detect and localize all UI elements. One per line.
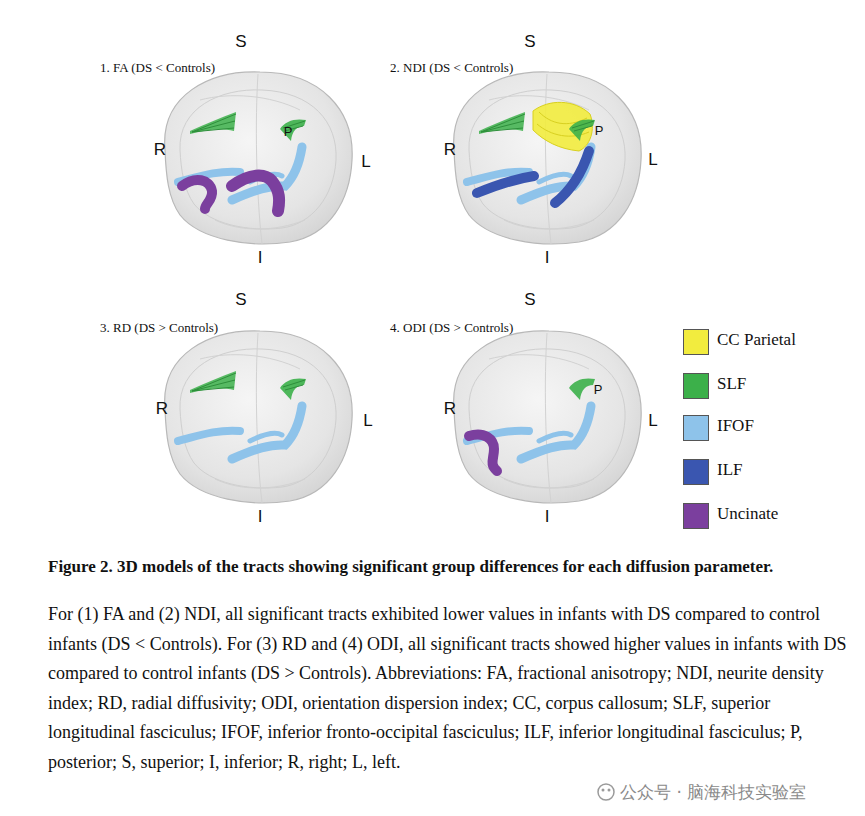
legend-text: ILF — [717, 460, 743, 480]
legend-swatch — [683, 415, 709, 441]
figure-title: Figure 2. 3D models of the tracts showin… — [48, 556, 808, 577]
orientation-label: I — [258, 248, 263, 268]
legend-swatch — [683, 329, 709, 355]
orientation-label: P — [594, 382, 603, 397]
orientation-label: L — [361, 152, 370, 172]
legend-swatch — [683, 373, 709, 399]
panel-title: 4. ODI (DS > Controls) — [390, 320, 513, 336]
legend-text: Uncinate — [717, 504, 778, 524]
orientation-label: R — [444, 399, 456, 419]
orientation-label: S — [235, 290, 246, 310]
orientation-label: L — [363, 411, 372, 431]
watermark: 公众号 · 脑海科技实验室 — [620, 781, 806, 804]
orientation-label: P — [595, 123, 604, 138]
orientation-label: I — [545, 248, 550, 268]
panel-title: 1. FA (DS < Controls) — [100, 60, 215, 76]
legend-swatch — [683, 503, 709, 529]
orientation-label: P — [284, 124, 293, 139]
orientation-label: I — [258, 507, 263, 527]
orientation-label: L — [648, 150, 657, 170]
legend-text: IFOF — [717, 416, 754, 436]
orientation-label: S — [524, 290, 535, 310]
legend-text: SLF — [717, 374, 746, 394]
orientation-label: I — [545, 507, 550, 527]
panel-title: 3. RD (DS > Controls) — [100, 320, 218, 336]
orientation-label: S — [524, 32, 535, 52]
figure-caption: For (1) FA and (2) NDI, all significant … — [48, 600, 848, 778]
legend-text: CC Parietal — [717, 330, 796, 350]
orientation-label: R — [156, 399, 168, 419]
panel-title: 2. NDI (DS < Controls) — [390, 60, 513, 76]
legend-swatch — [683, 459, 709, 485]
orientation-label: R — [444, 140, 456, 160]
orientation-label: L — [648, 411, 657, 431]
orientation-label: S — [235, 32, 246, 52]
orientation-label: R — [154, 140, 166, 160]
